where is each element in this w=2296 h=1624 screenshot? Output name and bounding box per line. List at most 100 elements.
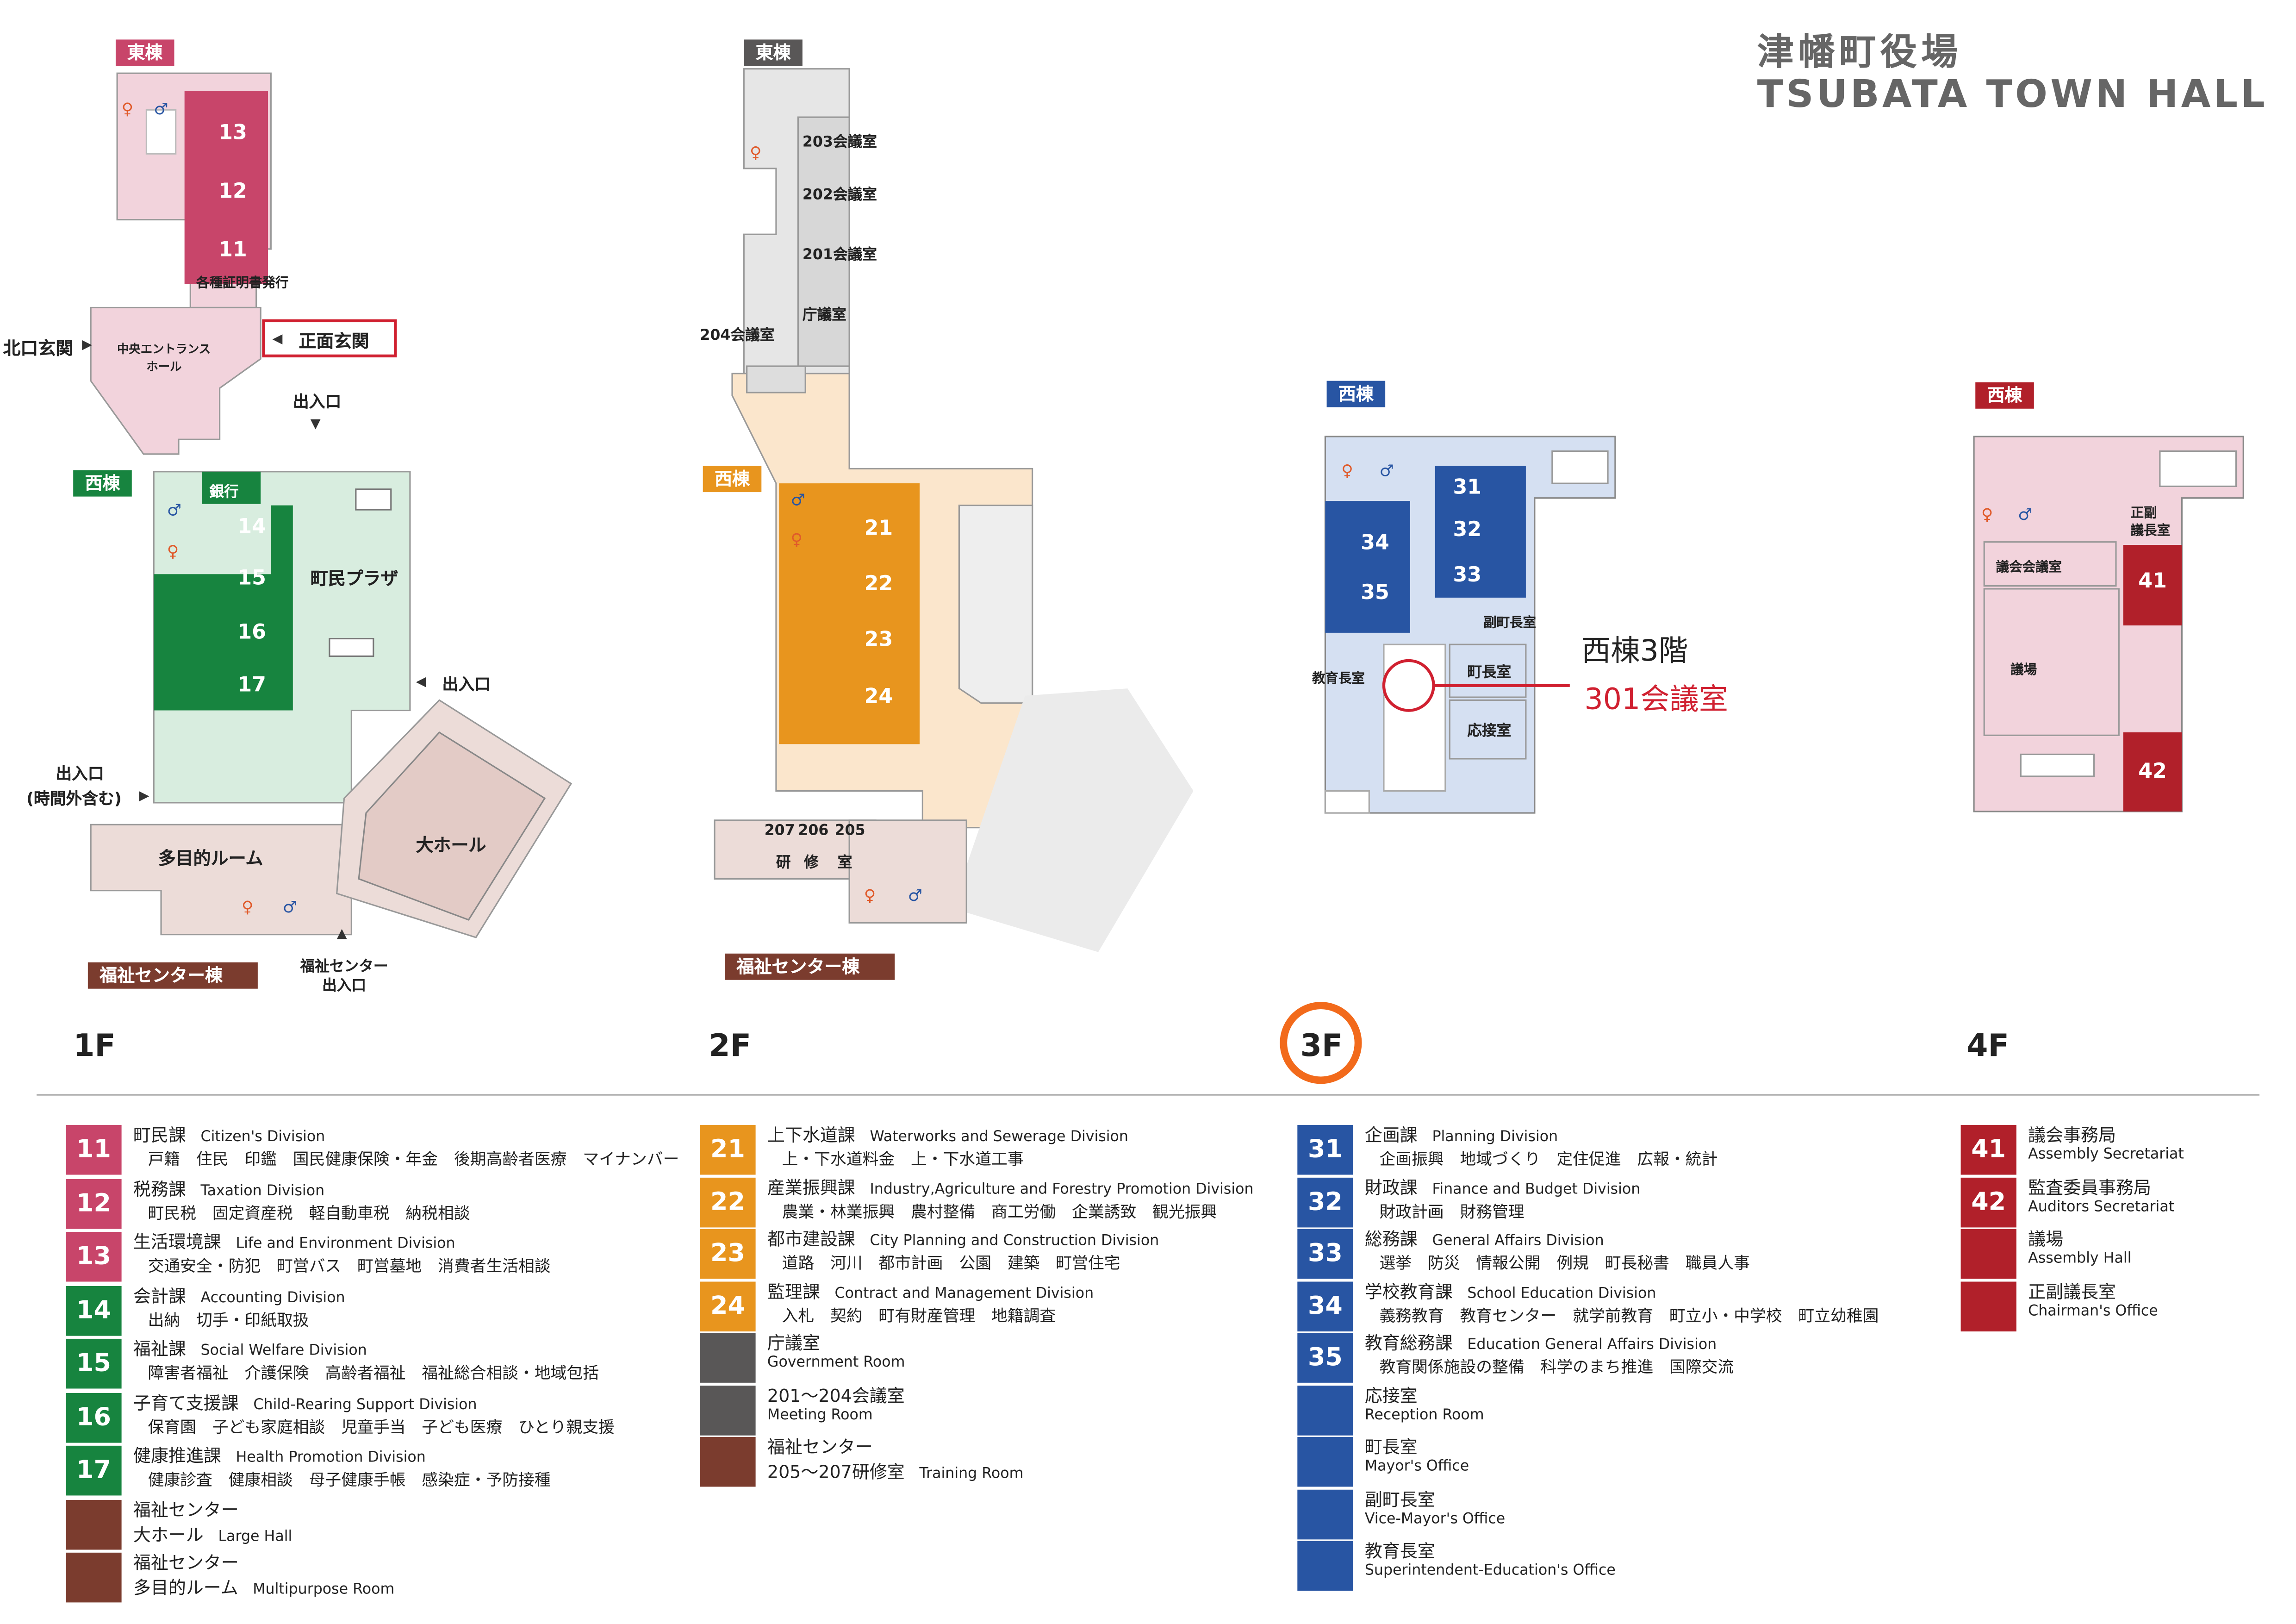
legend-color-box: 34 (1297, 1280, 1353, 1331)
central-hall-label-1: 中央エントランス (117, 343, 211, 356)
legend-name-jp: 企画課 (1364, 1124, 1418, 1146)
legend-description-text: 205～207研修室 (767, 1462, 905, 1482)
legend-name-jp: 副町長室 (1364, 1489, 1435, 1510)
legend-name: 町長室 (1365, 1434, 1418, 1459)
legend-color-box: 42 (1960, 1177, 2016, 1227)
legend-description-text: Auditors Secretariat (2028, 1199, 2175, 1215)
legend-description: 出納 切手・印紙取扱 (148, 1307, 309, 1331)
entrance-label-east: 出入口 (442, 675, 491, 694)
legend-description-text: Assembly Secretariat (2028, 1147, 2184, 1163)
training-room-label-1: 研 (776, 855, 791, 872)
legend-color-box (700, 1333, 756, 1383)
welfare-entrance-label-2: 出入口 (322, 978, 366, 995)
room-31: 31 (1453, 476, 1482, 500)
legend-color-box: 24 (700, 1280, 756, 1331)
room-23: 23 (864, 628, 893, 652)
legend-description-text: Meeting Room (767, 1407, 873, 1423)
mens-restroom-icon: ♂ (154, 100, 168, 119)
legend-color-box (1960, 1229, 2016, 1279)
legend-description-text: 道路 河川 都市計画 公園 建築 町営住宅 (782, 1254, 1120, 1273)
room-21: 21 (864, 517, 893, 541)
government-room: 庁議室 (802, 307, 846, 324)
mens-restroom-icon: ♂ (790, 490, 805, 510)
chairman-office-2: 議長室 (2130, 524, 2171, 539)
mens-restroom-icon: ♂ (1379, 461, 1394, 481)
floor-4f-map (1973, 436, 2244, 812)
after-hours-entrance-label-1: 出入口 (56, 764, 104, 784)
legend-description-text: 町民税 固定資産税 軽自動車税 納税相談 (148, 1203, 470, 1223)
room-42: 42 (2138, 760, 2167, 784)
legend-description: 健康診査 健康相談 母子健康手帳 感染症・予防接種 (148, 1468, 551, 1491)
meeting-room-201: 201会議室 (802, 247, 877, 264)
wing-tag-welfare-2f: 福祉センター棟 (725, 953, 895, 980)
legend-description-text: Government Room (767, 1355, 905, 1371)
legend-description-text: Chairman's Office (2028, 1303, 2158, 1319)
room-32: 32 (1453, 518, 1482, 542)
legend-description-en: Training Room (919, 1466, 1024, 1482)
legend-name-en: Health Promotion Division (236, 1450, 426, 1467)
legend-description: 保育園 子ども家庭相談 児童手当 子ども医療 ひとり親支援 (148, 1414, 615, 1438)
room-block-14-17 (154, 505, 293, 711)
legend-description: Superintendent-Education's Office (1365, 1563, 1616, 1579)
multipurpose-room-label: 多目的ルーム (158, 848, 263, 869)
legend-color-box: 21 (700, 1124, 756, 1175)
legend-description-text: Vice-Mayor's Office (1364, 1511, 1506, 1527)
legend-description: 農業・林業振興 農村整備 商工労働 企業誘致 観光振興 (782, 1199, 1217, 1223)
legend-name-jp: 議場 (2028, 1229, 2064, 1249)
legend-description-en: Multipurpose Room (253, 1582, 395, 1598)
after-hours-entrance-label-2: (時間外含む) (26, 789, 122, 809)
legend-description: 上・下水道料金 上・下水道工事 (782, 1147, 1024, 1170)
legend-color-box: 23 (700, 1229, 756, 1279)
legend-color-box: 14 (66, 1285, 122, 1335)
legend-name-en: Contract and Management Division (834, 1285, 1094, 1302)
vice-mayor-office: 副町長室 (1483, 617, 1537, 631)
room-35: 35 (1361, 581, 1389, 605)
legend-name-en: Child-Rearing Support Division (253, 1396, 477, 1413)
arrow-left-icon: ◀ (416, 675, 426, 690)
meeting-room-203: 203会議室 (802, 135, 877, 151)
legend-name-jp: 庁議室 (767, 1333, 820, 1354)
legend-description-text: 財政計画 財務管理 (1379, 1202, 1524, 1221)
legend-description-text: Superintendent-Education's Office (1364, 1562, 1616, 1579)
legend-name-jp: 都市建設課 (767, 1229, 855, 1249)
training-room-205: 205 (834, 823, 865, 839)
legend-color-box (700, 1385, 756, 1435)
legend-name-en: Waterworks and Sewerage Division (870, 1129, 1128, 1146)
main-entrance-label: 正面玄関 (299, 331, 369, 352)
womens-restroom-icon: ♀ (749, 144, 762, 163)
large-hall-label: 大ホール (416, 835, 486, 856)
floor-label-3f: 3F (1300, 1028, 1343, 1064)
legend-name-jp: 201～204会議室 (767, 1385, 905, 1405)
legend-color-box (1297, 1437, 1353, 1487)
floor-1f-map (90, 72, 572, 938)
room-14: 14 (237, 515, 267, 539)
womens-restroom-icon: ♀ (242, 898, 254, 917)
arrow-up-icon: ▲ (336, 927, 347, 942)
legend-name-jp: 学校教育課 (1364, 1280, 1453, 1302)
legend-name-jp: 教育総務課 (1364, 1333, 1453, 1354)
legend-color-box: 32 (1297, 1177, 1353, 1227)
mens-restroom-icon: ♂ (908, 886, 922, 906)
legend-description: 交通安全・防犯 町営バス 町営墓地 消費者生活相談 (148, 1254, 551, 1277)
wing-tag-west-1f: 西棟 (73, 470, 132, 497)
wing-tag-east-1f: 東棟 (115, 39, 174, 66)
legend-description-text: Reception Room (1364, 1407, 1484, 1423)
legend-name-jp: 町長室 (1364, 1437, 1418, 1458)
legend-color-box: 35 (1297, 1333, 1353, 1383)
legend-name-jp: 産業振興課 (767, 1177, 855, 1198)
room-block-11-13 (184, 91, 268, 284)
legend-name-en: Finance and Budget Division (1432, 1181, 1641, 1198)
legend-description-text: 保育園 子ども家庭相談 児童手当 子ども医療 ひとり親支援 (148, 1417, 615, 1437)
legend-name-en: Planning Division (1432, 1129, 1558, 1146)
training-room-206: 206 (798, 823, 829, 839)
room-13: 13 (218, 121, 247, 145)
womens-restroom-icon: ♀ (790, 530, 803, 550)
legend-color-box (1960, 1280, 2016, 1331)
legend-description: 入札 契約 町有財産管理 地籍調査 (782, 1303, 1056, 1326)
plaza-label: 町民プラザ (310, 568, 398, 589)
